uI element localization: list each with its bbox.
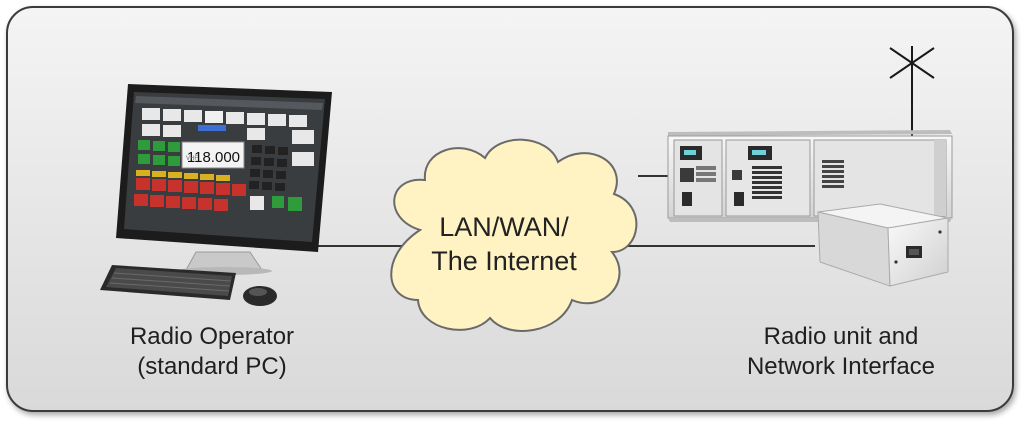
frequency-readout: 118.000	[187, 149, 240, 166]
numeric-keypad	[249, 145, 288, 191]
network-label-line1: LAN/WAN/	[439, 212, 569, 242]
operator-label: Radio Operator (standard PC)	[96, 322, 328, 382]
network-cloud	[390, 138, 638, 332]
operator-label-line2: (standard PC)	[137, 353, 287, 380]
red-keys	[134, 170, 246, 211]
network-label: LAN/WAN/ The Internet	[392, 210, 616, 278]
radio-label: Radio unit and Network Interface	[716, 322, 966, 382]
radio-label-line2: Network Interface	[746, 353, 936, 380]
green-keys	[138, 140, 302, 211]
antenna-icon	[889, 46, 935, 138]
radio-label-line1: Radio unit and	[763, 323, 919, 350]
operator-label-line1: Radio Operator	[129, 323, 295, 350]
monitor: 118.000 VHF	[116, 84, 332, 252]
svg-text:VHF: VHF	[186, 156, 198, 162]
keyboard	[100, 265, 236, 300]
frequency-display	[181, 141, 245, 169]
network-label-line2: The Internet	[431, 246, 577, 276]
network-interface-box	[817, 203, 949, 287]
radio-unit	[638, 130, 953, 222]
operator-pc: 118.000 VHF	[100, 84, 332, 306]
